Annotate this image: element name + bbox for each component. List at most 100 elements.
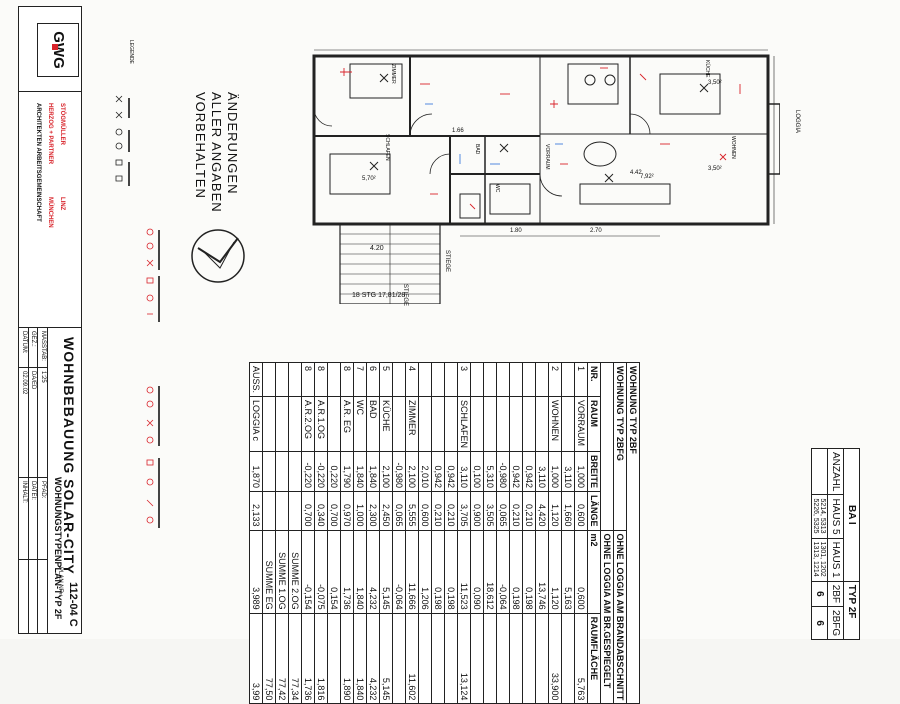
table-cell: 0,198 [444,530,458,614]
table-cell [470,396,484,452]
table-cell [327,362,341,397]
table-cell [288,451,302,492]
table-cell: 5,145 [379,613,393,704]
table-cell: 0,210 [431,491,445,531]
table-cell: 33,900 [548,613,562,704]
ba-col-2bf: 2BF [827,581,844,607]
aenderungen-line-1: ÄNDERUNGEN [225,92,240,195]
table-cell: KÜCHE [379,396,393,452]
table-cell: 0,090 [470,530,484,614]
massstab-value: 1:25 [40,371,46,383]
table-cell: 2,100 [379,451,393,492]
table-cell [327,396,341,452]
table-cell [431,396,445,452]
legend-title: LEGENDE [128,40,134,64]
gez-value: DA/ED [30,371,36,390]
ba-anzahl-label: ANZAHL [827,448,844,495]
table-cell: 1,120 [548,491,562,531]
table-cell: 0,340 [314,491,328,531]
table-cell: 0,600 [574,491,588,531]
table-cell: AUSS. [249,362,263,397]
table-cell [275,362,289,397]
table-cell [418,362,432,397]
table-cell [431,362,445,397]
table-cell [522,396,536,452]
table-cell: 0,942 [431,451,445,492]
table-cell: 77,34 [288,613,302,704]
room-table-note-1: OHNE LOGGIA AM BRANDABSCHNITT [613,530,627,704]
table-cell: 5 [379,362,393,397]
room-table-title-1: WOHNUNG TYP 2BF [626,362,640,704]
table-cell: SUMME EG [262,530,276,614]
dim-166: 1.66 [452,128,464,134]
room-table-note-2: OHNE LOGGIA AM BR.GESPIEGELT [600,530,614,704]
table-cell: 5,163 [561,530,575,614]
table-cell: 7 [353,362,367,397]
table-cell: 0,700 [301,491,315,531]
table-cell [288,362,302,397]
table-cell: 8 [314,362,328,397]
aenderungen-line-2: ALLER ANGABEN [209,92,224,213]
room-wohnen: WOHNEN [730,136,736,159]
table-cell: 3,110 [561,451,575,492]
table-cell: 0,100 [470,451,484,492]
table-cell [496,396,510,452]
room-wc: WC [494,184,500,193]
table-cell: -0,064 [392,530,406,614]
table-cell: -0,980 [496,451,510,492]
table-cell: 1,660 [561,491,575,531]
table-cell: 77,42 [275,613,289,704]
table-cell: 1,816 [314,613,328,704]
table-cell: 5,310 [483,451,497,492]
ba-val-2bf: 6 [811,581,828,607]
table-cell [275,396,289,452]
table-cell: 0,065 [392,491,406,531]
table-cell: 0,198 [522,530,536,614]
table-cell: 3 [457,362,471,397]
table-cell: 1,000 [574,451,588,492]
ba-title: BA I [843,448,860,582]
north-arrow [190,228,246,289]
area-350-top: 3,50² [708,80,722,86]
ba-val-2bfg: 6 [811,606,828,640]
table-cell: BAD [366,396,380,452]
table-cell: 3,505 [483,491,497,531]
table-cell [483,362,497,397]
svg-text:GWG: GWG [50,31,67,69]
table-cell [444,613,458,704]
table-cell: 4,232 [366,530,380,614]
col-header: NR. [587,362,601,397]
table-cell: A.R.1.OG [314,396,328,452]
project-title: WOHNBEBAUUNG SOLAR-CITY [61,337,77,575]
floor-plan: STIEGE STIEGE 18 STG 17,81/28 4.20 1.80 … [300,44,800,306]
table-cell: 2,133 [249,491,263,531]
aenderungen-line-3: VORBEHALTEN [193,92,208,199]
table-cell: 0,065 [496,491,510,531]
table-cell [509,362,523,397]
table-cell [392,362,406,397]
table-cell: 5,555 [405,491,419,531]
table-cell: VORRAUM [574,396,588,452]
table-cell [470,362,484,397]
table-cell: -0,220 [314,451,328,492]
table-cell: 0,154 [327,530,341,614]
datei-label: DATEI: [30,481,36,500]
table-cell: 8 [301,362,315,397]
col-header: RAUMFLÄCHE [587,613,601,704]
table-cell: 5,763 [574,613,588,704]
table-cell: 11,602 [405,613,419,704]
table-cell: 0,942 [522,451,536,492]
pfad-label: PFAD: [40,481,46,499]
table-cell: 8 [340,362,354,397]
stairs-count-label: 18 STG 17,81/28 [352,292,406,299]
ba-haus5: HAUS 5 [827,494,844,539]
table-cell: 4 [405,362,419,397]
